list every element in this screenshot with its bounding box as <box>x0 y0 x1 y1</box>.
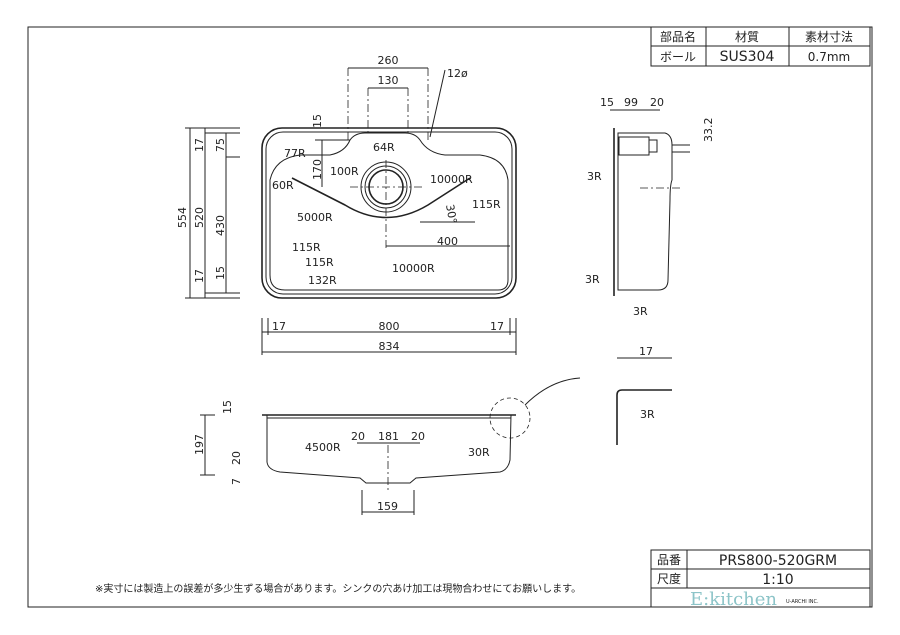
plan-view <box>261 67 517 299</box>
dim-label: 20 <box>230 451 243 465</box>
dim-label: 115R <box>305 256 334 269</box>
dim-label: 20 <box>411 430 425 443</box>
dim-label: 10000R <box>392 262 435 275</box>
dim-label: 15 <box>311 114 324 128</box>
title-block: 品番 PRS800-520GRM 尺度 1:10 E:kitchen U-ARC… <box>650 549 871 610</box>
dim-label: 115R <box>292 241 321 254</box>
dim-label: 159 <box>377 500 398 513</box>
parts-table: 部品名 材質 素材寸法 ボール SUS304 0.7mm <box>650 26 871 67</box>
part-no: PRS800-520GRM <box>719 553 837 569</box>
dim-label: 430 <box>214 215 227 236</box>
dim-label: 834 <box>379 340 400 353</box>
dim-label: 17 <box>193 138 206 152</box>
dim-label: 12ø <box>447 67 468 80</box>
dim-label: 3R <box>633 305 648 318</box>
plan-dimensions: 260 130 12ø 15 64R 77R 170 100R 60R 1000… <box>272 54 501 287</box>
dim-label: 17 <box>272 320 286 333</box>
dim-label: 520 <box>193 207 206 228</box>
dim-label: 20 <box>351 430 365 443</box>
dim-label: 99 <box>624 96 638 109</box>
dim-label: 181 <box>378 430 399 443</box>
dim-label: 4500R <box>305 441 341 454</box>
dim-label: 77R <box>284 147 306 160</box>
scale-value: 1:10 <box>762 572 793 588</box>
detail-view: 17 3R <box>616 345 672 445</box>
dim-label: 17 <box>193 269 206 283</box>
dim-label: 130 <box>378 74 399 87</box>
dim-label: 554 <box>176 207 189 228</box>
dim-label: 170 <box>311 159 324 180</box>
header-material: 材質 <box>735 29 759 44</box>
dim-label: 260 <box>378 54 399 67</box>
scale-label: 尺度 <box>657 571 681 586</box>
dim-label: 400 <box>437 235 458 248</box>
logo-text: E:kitchen <box>690 589 777 610</box>
dim-label: 33.2 <box>702 118 715 143</box>
left-dimensions: 554 17 520 17 75 430 15 <box>176 127 240 299</box>
drawing-frame <box>27 26 873 608</box>
header-part-name: 部品名 <box>660 29 696 44</box>
dim-label: 15 <box>221 400 234 414</box>
header-size: 素材寸法 <box>805 30 853 44</box>
cell-material: SUS304 <box>720 49 775 65</box>
dim-label: 30R <box>468 446 490 459</box>
dim-label: 64R <box>373 141 395 154</box>
side-view: 15 99 20 33.2 3R 3R 3R <box>585 96 715 318</box>
dim-label: 132R <box>308 274 337 287</box>
dim-label: 3R <box>640 408 655 421</box>
cell-part-name: ボール <box>660 50 696 64</box>
dim-label: 30° <box>443 203 459 224</box>
dim-label: 17 <box>639 345 653 358</box>
dim-label: 100R <box>330 165 359 178</box>
dim-label: 75 <box>214 138 227 152</box>
dim-label: 3R <box>587 170 602 183</box>
bottom-dimensions: 17 800 17 834 <box>261 318 517 355</box>
dim-label: 60R <box>272 179 294 192</box>
dim-label: 800 <box>379 320 400 333</box>
dim-label: 10000R <box>430 173 473 186</box>
cell-size: 0.7mm <box>808 50 850 64</box>
dim-label: 17 <box>490 320 504 333</box>
dim-label: 115R <box>472 198 501 211</box>
disclaimer-note: ※実寸には製造上の誤差が多少生ずる場合があります。シンクの穴あけ加工は現物合わせ… <box>95 582 581 595</box>
dim-label: 15 <box>600 96 614 109</box>
part-no-label: 品番 <box>657 553 681 567</box>
dim-label: 15 <box>214 266 227 280</box>
logo-subtext: U-ARCHI INC. <box>786 599 819 605</box>
dim-label: 197 <box>193 434 206 455</box>
dim-label: 7 <box>230 478 243 485</box>
dim-label: 20 <box>650 96 664 109</box>
dim-label: 3R <box>585 273 600 286</box>
dim-label: 5000R <box>297 211 333 224</box>
section-view: 197 15 20 7 4500R 20 181 20 30R 159 <box>193 377 581 515</box>
